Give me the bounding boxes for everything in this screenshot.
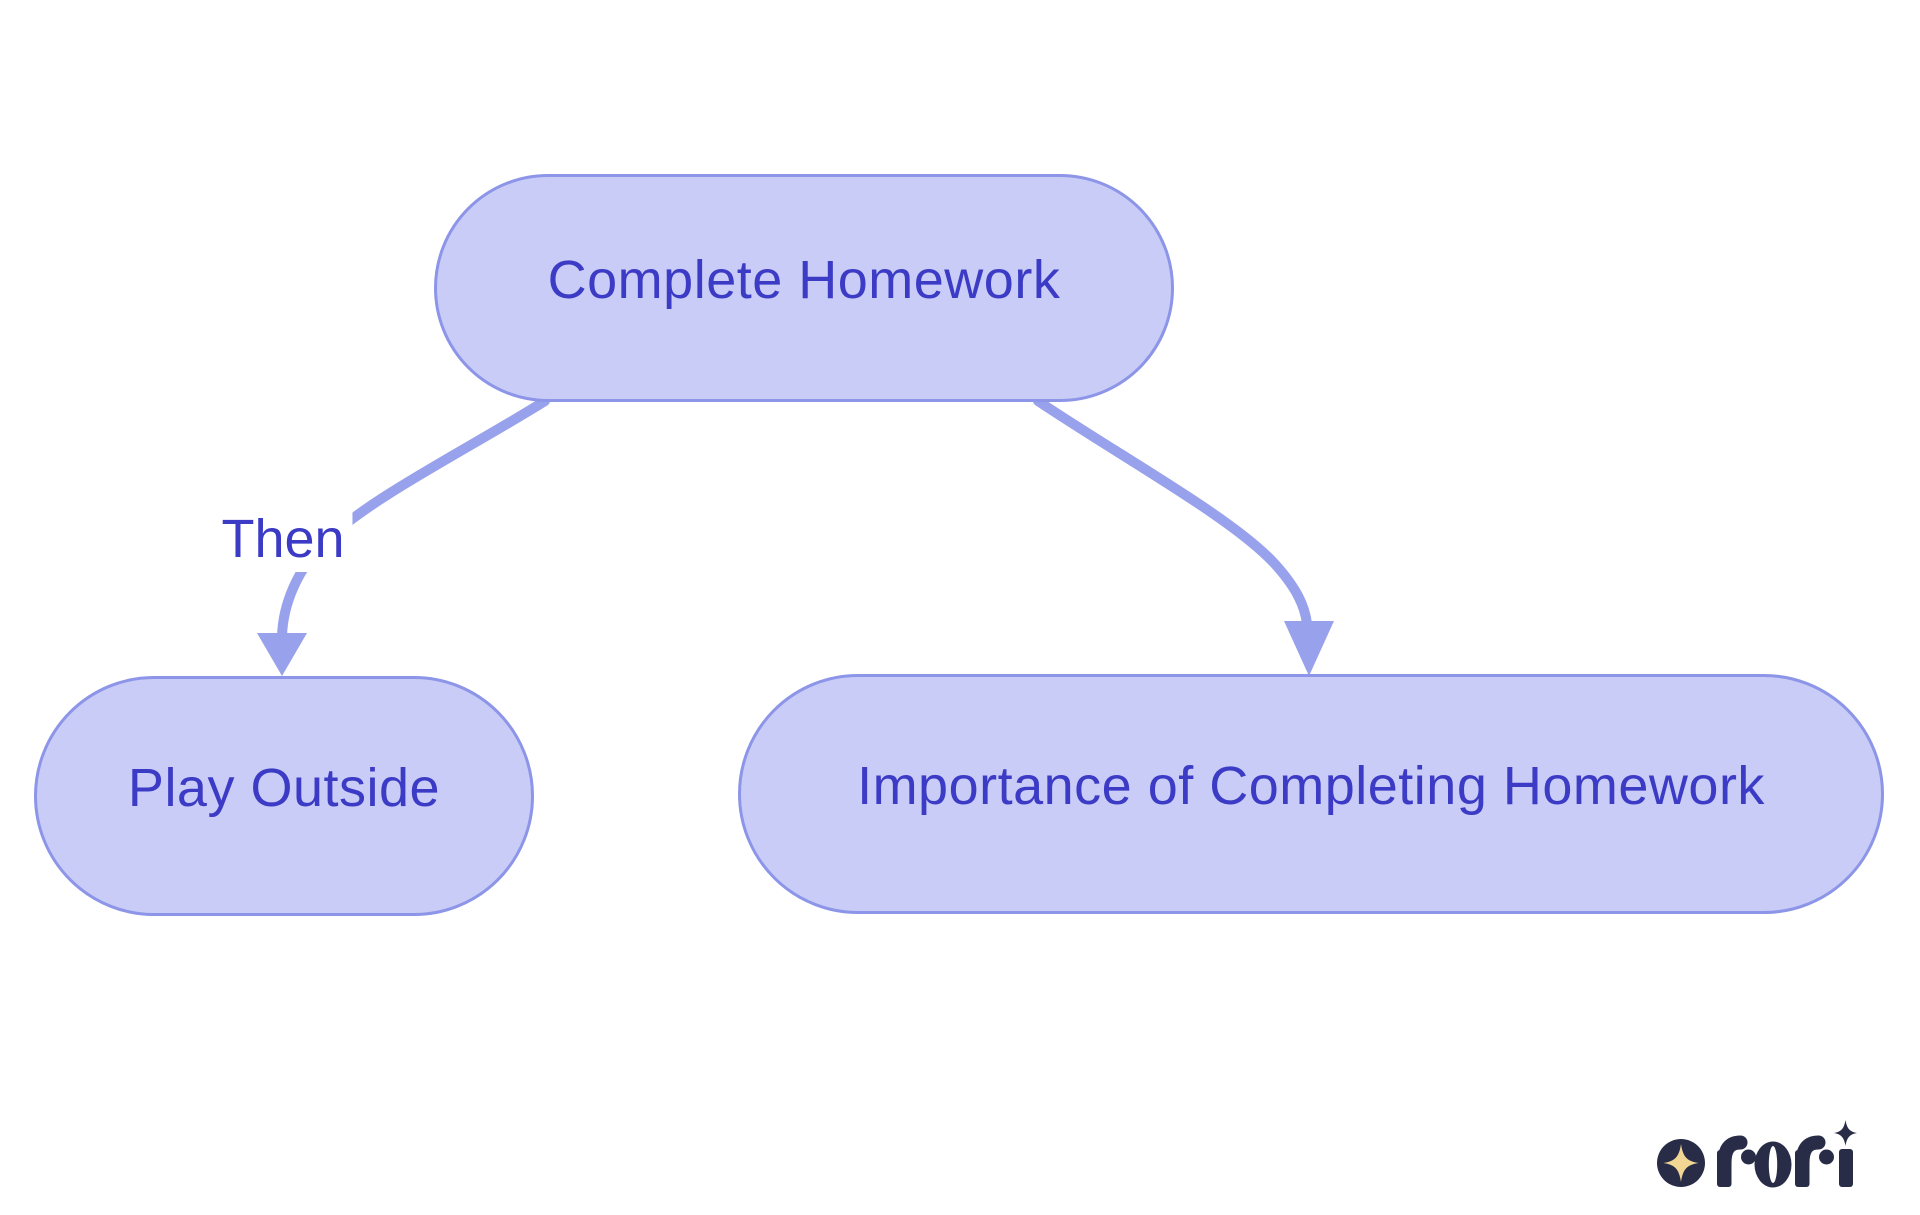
rori-logomark-icon (1657, 1139, 1705, 1187)
sparkle-icon (1834, 1120, 1857, 1146)
arrowhead-importance-icon (1284, 621, 1334, 676)
node-importance-label: Importance of Completing Homework (857, 756, 1765, 816)
rori-wordmark (1717, 1120, 1857, 1188)
edge-label-then: Then (213, 506, 353, 572)
edge-complete-to-importance (1033, 396, 1312, 629)
star-icon (1663, 1144, 1699, 1182)
node-complete-homework: Complete Homework (434, 174, 1174, 402)
arrowhead-play-outside-icon (257, 633, 307, 676)
node-play-outside: Play Outside (34, 676, 534, 916)
node-complete-homework-label: Complete Homework (547, 250, 1061, 310)
node-play-outside-label: Play Outside (127, 758, 441, 818)
node-importance-of-completing-homework: Importance of Completing Homework (738, 674, 1884, 914)
rori-logo (1657, 1120, 1857, 1188)
